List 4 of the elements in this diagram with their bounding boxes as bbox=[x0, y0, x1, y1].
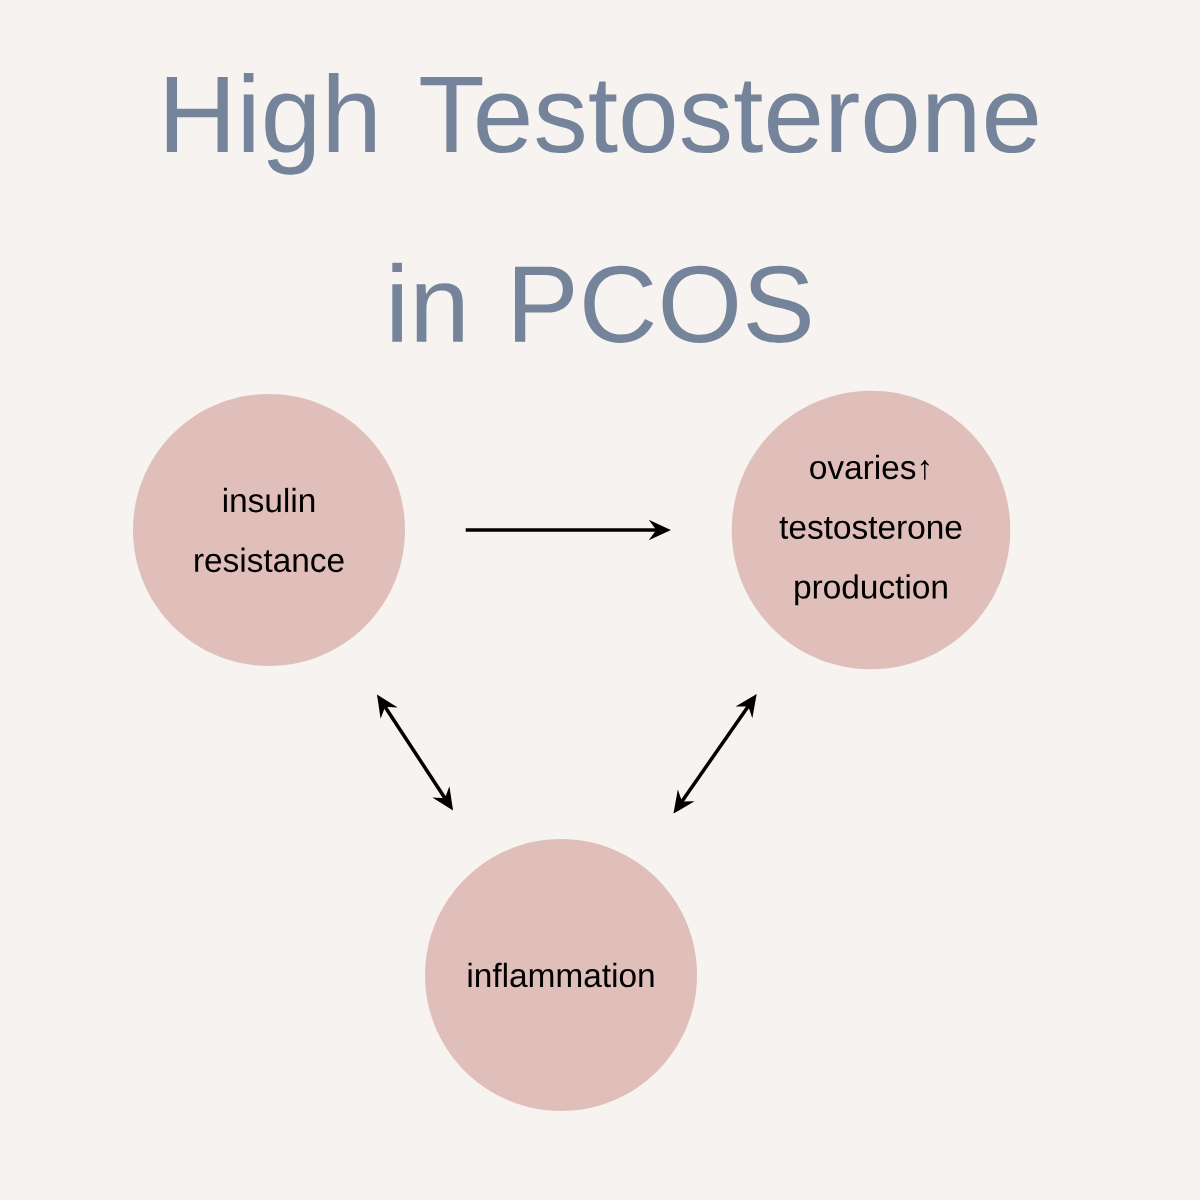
circle-node: ovaries↑ testosterone production bbox=[731, 390, 1011, 670]
circle-node: insulin resistance bbox=[133, 394, 405, 666]
title: High Testosterone in PCOS bbox=[166, 73, 1038, 343]
circle-node: inflammation bbox=[425, 839, 697, 1111]
